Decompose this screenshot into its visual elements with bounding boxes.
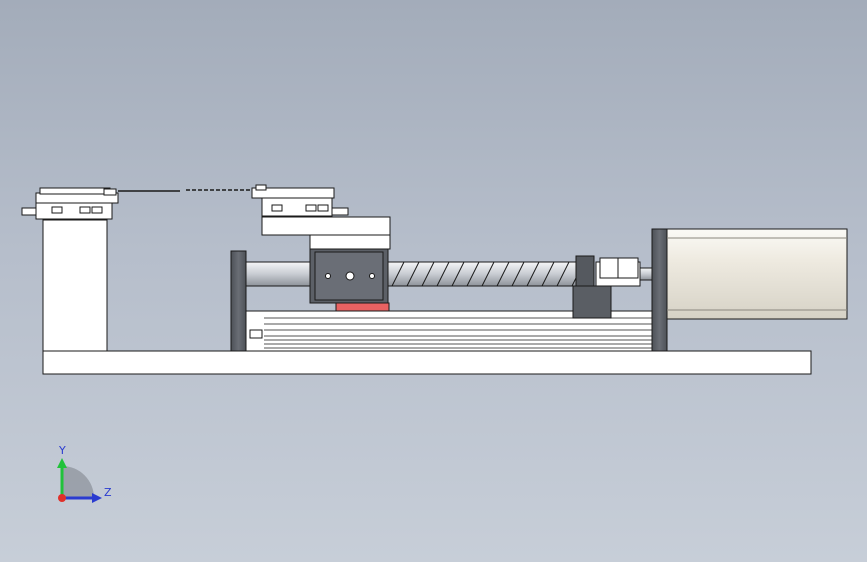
screw-thread [526,261,540,287]
z-axis-arrowhead [92,493,102,503]
y-axis-label: Y [58,444,66,457]
screw-thread [391,261,405,287]
screw-thread [406,261,420,287]
left-column[interactable] [42,219,108,352]
left-end-plate[interactable] [230,250,247,352]
right-end-plate[interactable] [651,228,668,352]
screw-thread [436,261,450,287]
screw-thread [511,261,525,287]
right-gripper[interactable] [251,184,349,217]
cable[interactable] [118,189,252,192]
orientation-triad[interactable]: Y Z [40,440,120,510]
carriage-block[interactable] [309,248,389,304]
guide-rod[interactable] [245,261,317,287]
screw-thread [421,261,435,287]
x-axis-dot [58,494,66,502]
screw-thread [466,261,480,287]
screw-thread [541,261,555,287]
y-axis-arrowhead [57,458,67,468]
screw-thread [556,261,570,287]
left-gripper[interactable] [21,187,119,220]
coupling[interactable] [595,257,653,287]
bearing-support[interactable] [572,255,612,319]
ball-screw[interactable] [387,261,585,287]
carriage-bracket[interactable] [261,216,391,250]
z-axis-label: Z [104,486,112,499]
screw-thread [496,261,510,287]
motor[interactable] [666,228,848,320]
screw-thread [481,261,495,287]
base-plate[interactable] [42,350,812,375]
triad-quadrant [62,466,94,498]
screw-thread [451,261,465,287]
